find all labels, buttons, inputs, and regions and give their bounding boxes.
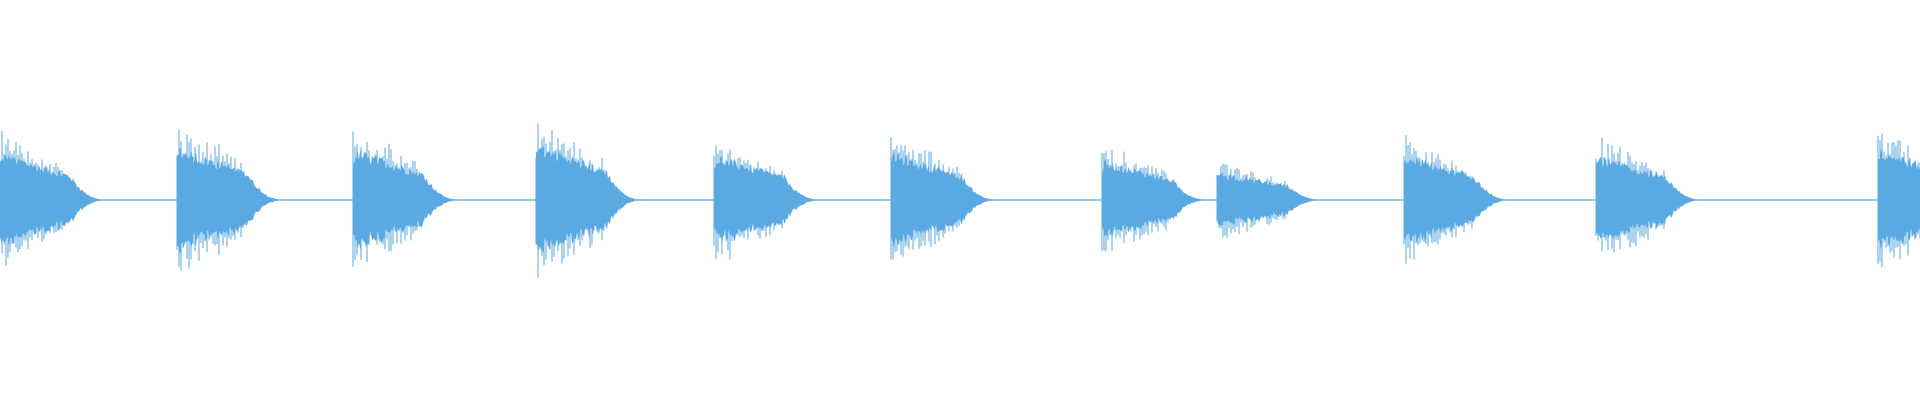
waveform-burst-10 [1595, 137, 1701, 253]
waveform-burst-9 [1403, 135, 1509, 264]
waveform-burst-1 [0, 131, 105, 266]
waveform-burst-8 [1216, 163, 1322, 238]
waveform-burst-3 [352, 131, 458, 267]
waveform-burst-2 [176, 129, 282, 271]
waveform-bursts [0, 123, 1920, 278]
waveform-burst-4 [535, 123, 641, 278]
waveform-burst-5 [713, 145, 819, 260]
waveform-burst-6 [890, 137, 996, 260]
waveform-burst-7 [1101, 149, 1207, 252]
waveform-burst-11 [1877, 133, 1920, 268]
